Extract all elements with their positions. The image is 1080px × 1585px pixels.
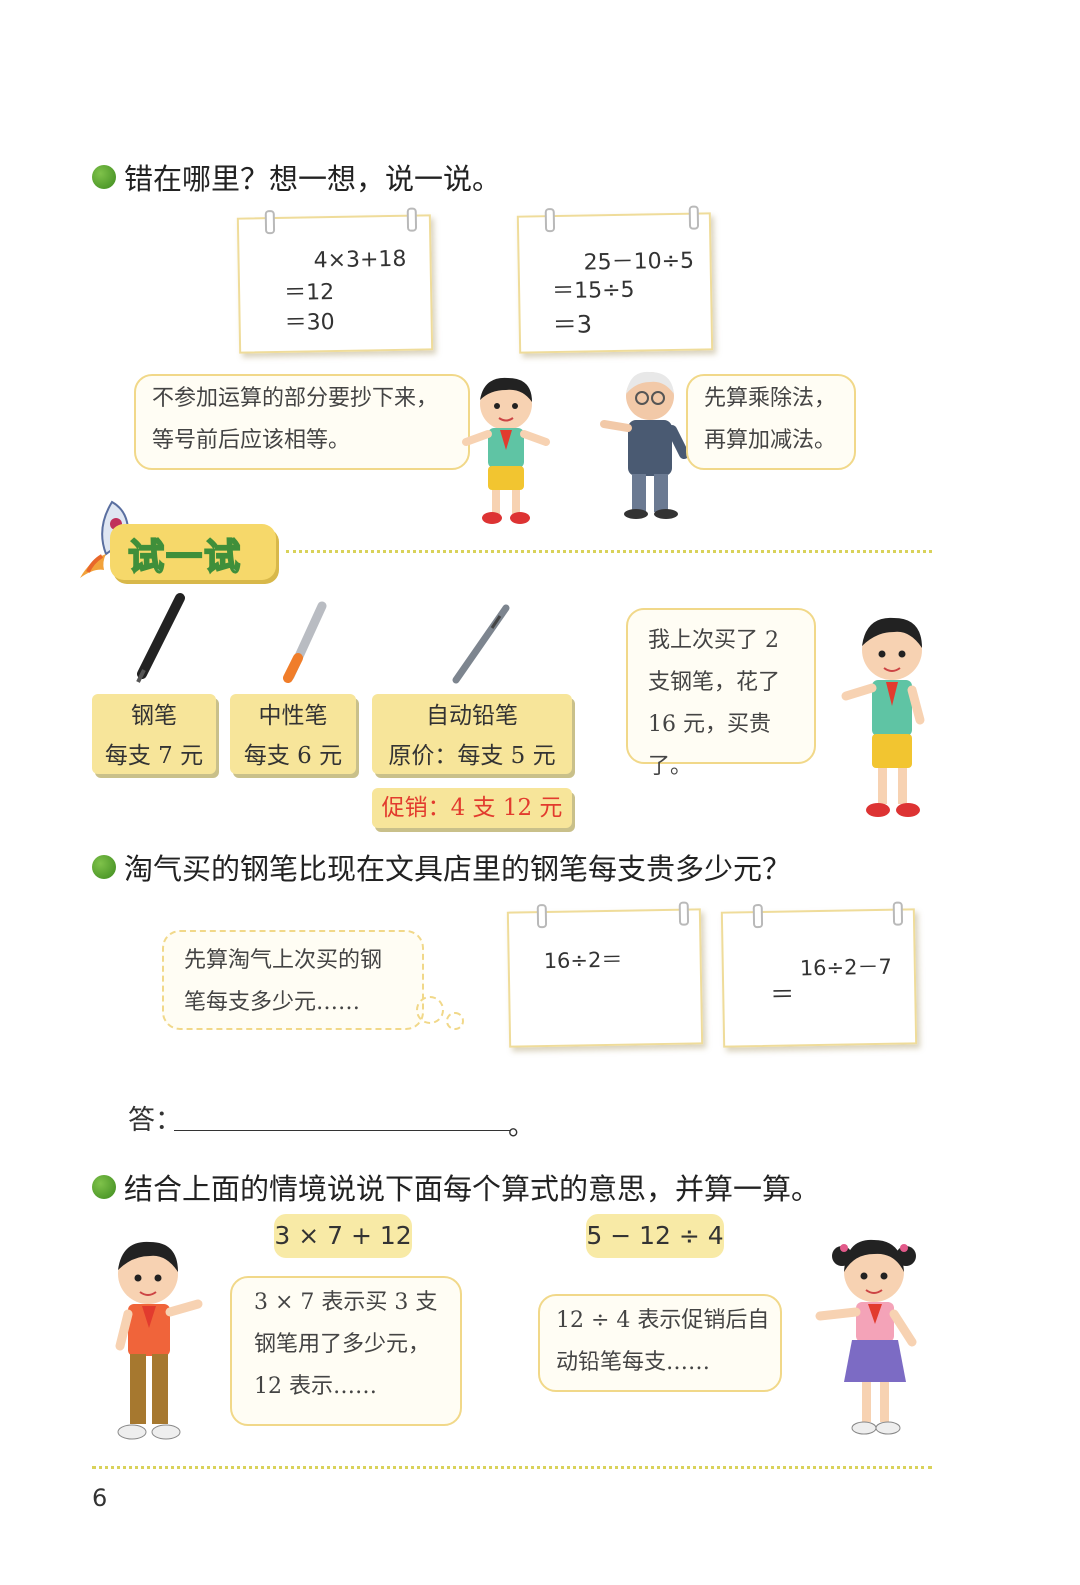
bubble-line-2: 再算加减法。 (704, 428, 837, 453)
girl-illustration (815, 1239, 917, 1435)
grandpa-illustration (600, 371, 689, 519)
pen-name: 自动铅笔 (426, 703, 518, 729)
question-1-text: 错在哪里？想一想，说一说。 (124, 162, 502, 196)
note-equals: ＝ (770, 980, 795, 1009)
expression-tag-left: 3 × 7 + 12 (274, 1214, 412, 1258)
pen-name: 中性笔 (258, 703, 328, 729)
pen-name: 钢笔 (131, 703, 177, 729)
bubble-line-1: 3 × 7 表示买 3 支 (254, 1290, 438, 1315)
bubble-line-1: 12 ÷ 4 表示促销后自 (556, 1308, 770, 1333)
price-tag-fountain-pen: 钢笔 每支 7 元 (92, 694, 216, 774)
note-line-3: ＝30 (284, 310, 335, 336)
speech-bubble-naughty: 我上次买了 2 支钢笔，花了 16 元，买贵了。 (626, 608, 816, 779)
bubble-line-1: 先算乘除法， (704, 386, 837, 411)
question-2-text: 淘气买的钢笔比现在文具店里的钢笔每支贵多少元？ (124, 852, 792, 886)
thought-dot (416, 996, 444, 1024)
speech-bubble-grandpa: 先算乘除法， 再算加减法。 (686, 374, 856, 470)
bubble-line-3: 16 元，买贵了。 (648, 712, 771, 779)
bubble-line-2: 等号前后应该相等。 (152, 428, 351, 453)
bubble-line-2: 笔每支多少元…… (184, 990, 361, 1015)
bullet-icon (92, 855, 116, 879)
price-tag-gel-pen: 中性笔 每支 6 元 (230, 694, 356, 774)
note-expression: 16÷2＝ (543, 947, 623, 974)
promo-tag: 促销：4 支 12 元 (372, 788, 572, 828)
paper-clip-icon (406, 207, 418, 232)
speech-bubble-boy: 不参加运算的部分要抄下来， 等号前后应该相等。 (134, 374, 470, 470)
boy-illustration (841, 617, 925, 817)
paper-clip-icon (688, 205, 700, 230)
bubble-line-2: 钢笔用了多少元， (254, 1332, 431, 1357)
try-banner-label: 试一试 (127, 536, 243, 579)
divider (286, 550, 932, 553)
answer-label: 答： (128, 1105, 182, 1136)
answer-end: 。 (508, 1111, 535, 1142)
bubble-line-2: 动铅笔每支…… (556, 1350, 711, 1375)
question-3: 结合上面的情境说说下面每个算式的意思，并算一算。 (92, 1166, 820, 1208)
bullet-icon (92, 1175, 116, 1199)
note-card-left: 4×3+18 ＝12 ＝30 (236, 207, 434, 354)
paper-clip-icon (892, 901, 904, 926)
bubble-line-1: 不参加运算的部分要抄下来， (152, 386, 439, 411)
thought-dot (446, 1012, 464, 1030)
bubble-line-2: 支钢笔，花了 (648, 670, 781, 695)
question-2: 淘气买的钢笔比现在文具店里的钢笔每支贵多少元？ (92, 846, 791, 888)
bottom-divider (92, 1466, 932, 1469)
speech-bubble-right: 12 ÷ 4 表示促销后自 动铅笔每支…… (538, 1294, 782, 1392)
pen-price: 每支 7 元 (104, 743, 204, 769)
boy-illustration (115, 1241, 203, 1440)
paper-clip-icon (264, 210, 276, 235)
bullet-icon (92, 165, 116, 189)
price-tag-mechanical-pencil: 自动铅笔 原价：每支 5 元 (372, 694, 572, 774)
note-line-3: ＝3 (552, 310, 593, 340)
bubble-line-3: 12 表示…… (254, 1374, 377, 1399)
note-expression: 16÷2－7 (799, 954, 893, 981)
pen-price: 每支 6 元 (243, 743, 343, 769)
note-card-calc-b: 16÷2－7 ＝ (720, 901, 918, 1048)
paper-clip-icon (678, 901, 690, 926)
expression-tag-right: 5 − 12 ÷ 4 (586, 1214, 724, 1258)
note-line-2: ＝15÷5 (551, 277, 635, 305)
paper-clip-icon (536, 904, 548, 929)
note-card-right: 25－10÷5 ＝15÷5 ＝3 (516, 205, 714, 354)
pen-price: 原价：每支 5 元 (388, 743, 556, 769)
note-card-calc-a: 16÷2＝ (506, 901, 704, 1048)
page-number: 6 (92, 1484, 108, 1512)
note-line-1: 4×3+18 (313, 246, 407, 274)
bubble-line-1: 先算淘气上次买的钢 (184, 948, 383, 973)
paper-clip-icon (752, 903, 764, 929)
try-banner: 试一试 (110, 524, 276, 580)
question-3-text: 结合上面的情境说说下面每个算式的意思，并算一算。 (124, 1172, 821, 1206)
bubble-line-1: 我上次买了 2 (648, 628, 779, 653)
fountain-pen-icon (136, 593, 185, 683)
question-1: 错在哪里？想一想，说一说。 (92, 156, 501, 198)
note-line-2: ＝12 (283, 280, 335, 306)
mechanical-pencil-icon (452, 604, 510, 684)
speech-bubble-left: 3 × 7 表示买 3 支 钢笔用了多少元， 12 表示…… (230, 1276, 462, 1426)
answer-input-line[interactable] (174, 1130, 510, 1131)
gel-pen-icon (283, 601, 327, 683)
paper-clip-icon (544, 208, 556, 233)
thought-bubble: 先算淘气上次买的钢 笔每支多少元…… (162, 930, 424, 1030)
boy-illustration (462, 377, 550, 524)
